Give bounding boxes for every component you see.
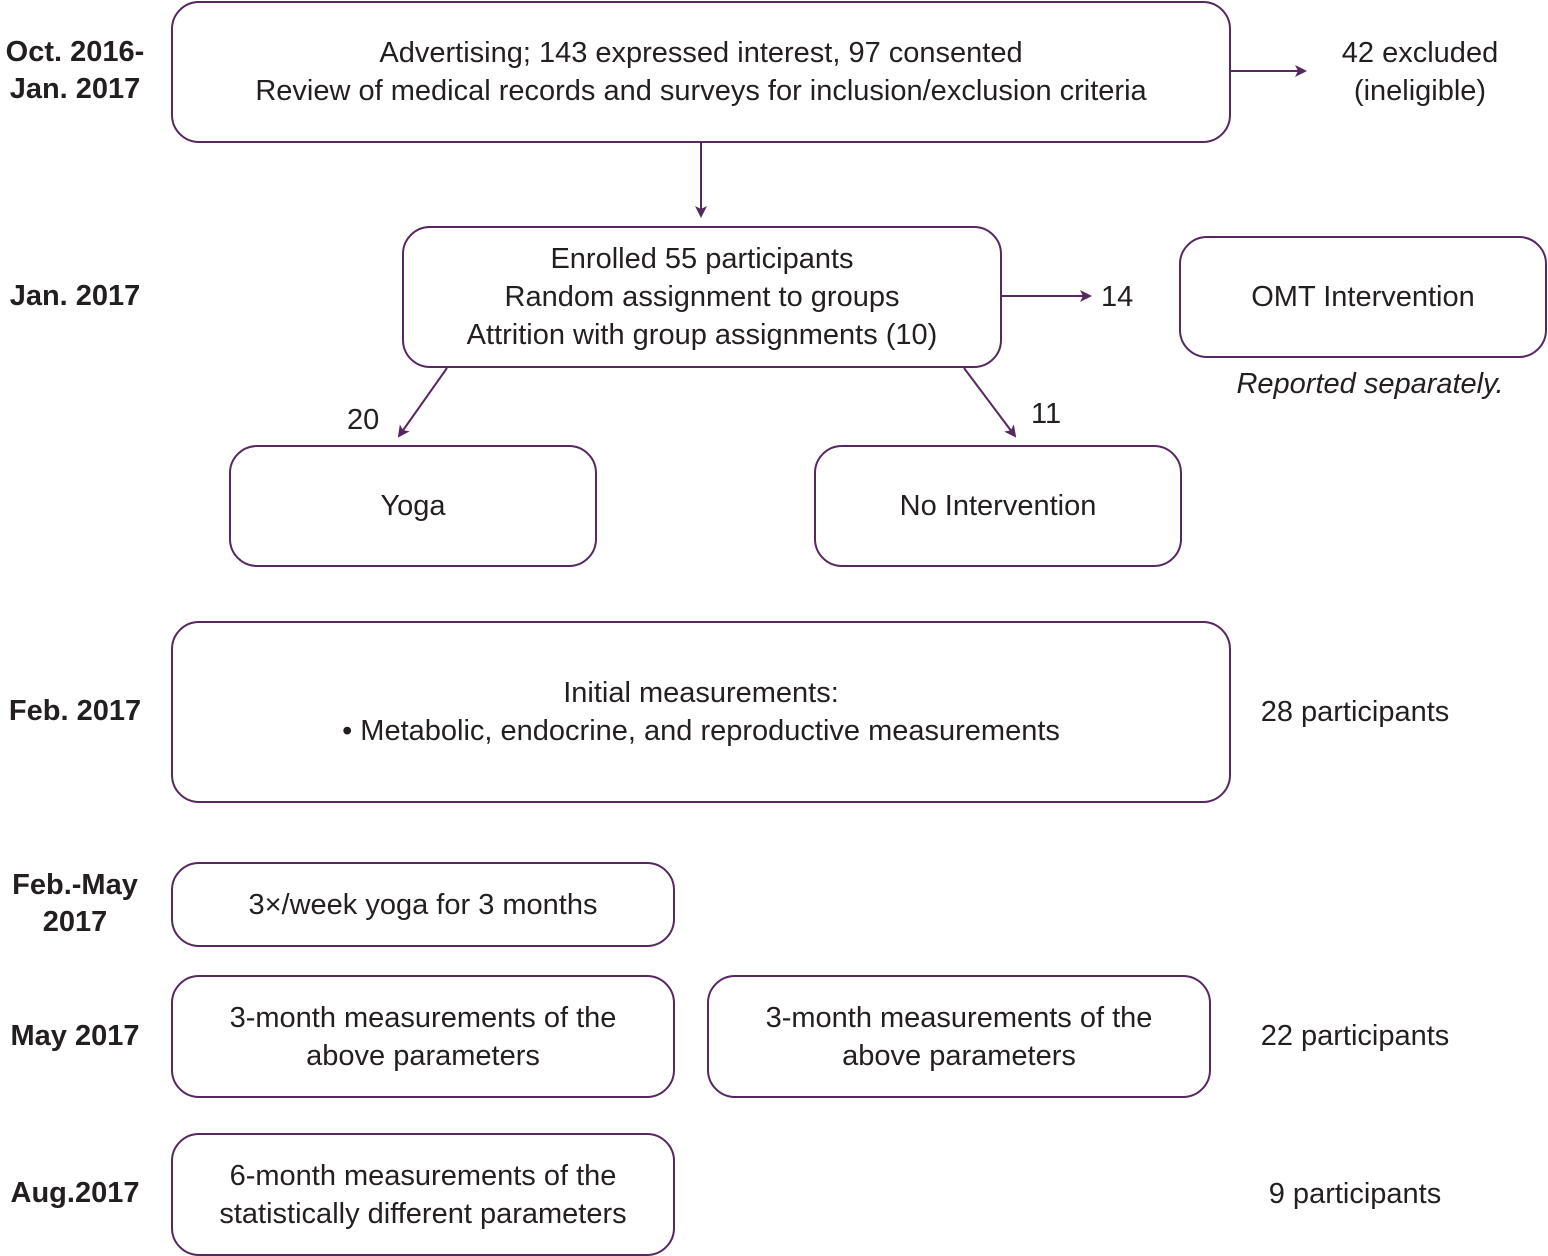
date-screening-line1: Oct. 2016- — [5, 36, 145, 68]
screening-line2: Review of medical records and surveys fo… — [255, 75, 1147, 107]
omt-reported-note: Reported separately. — [1236, 368, 1504, 400]
six-month-box: 6-month measurements of the statisticall… — [171, 1133, 675, 1256]
arrow-to-no-intervention — [963, 367, 1017, 438]
six-month-participant-count: 9 participants — [1268, 1178, 1442, 1210]
date-six-month: Aug.2017 — [10, 1177, 140, 1209]
yoga-program-box: 3×/week yoga for 3 months — [171, 862, 675, 947]
three-month-control-line2: above parameters — [842, 1039, 1076, 1072]
three-month-control-line1: 3-month measurements of the — [765, 1001, 1153, 1034]
three-month-yoga-line2: above parameters — [306, 1039, 540, 1072]
enrollment-box: Enrolled 55 participants Random assignme… — [402, 226, 1002, 368]
initial-measurements-box: Initial measurements: • Metabolic, endoc… — [171, 621, 1231, 803]
date-initial: Feb. 2017 — [8, 695, 142, 727]
date-screening-line2: Jan. 2017 — [9, 73, 141, 105]
no-intervention-label: No Intervention — [899, 490, 1097, 522]
omt-box: OMT Intervention — [1179, 236, 1547, 358]
yoga-box: Yoga — [229, 445, 597, 567]
date-screening: Oct. 2016- Jan. 2017 — [0, 34, 150, 108]
date-enrollment: Jan. 2017 — [9, 280, 141, 312]
yoga-label: Yoga — [380, 490, 446, 522]
six-month-line1: 6-month measurements of the — [229, 1159, 617, 1192]
no-intervention-count-label: 11 — [1031, 398, 1062, 430]
arrow-to-yoga — [397, 367, 448, 438]
yoga-count-label: 20 — [347, 404, 380, 436]
excluded-line1: 42 excluded — [1341, 37, 1499, 69]
screening-box: Advertising; 143 expressed interest, 97 … — [171, 1, 1231, 143]
excluded-line2: (ineligible) — [1353, 75, 1487, 107]
enrollment-line2: Random assignment to groups — [504, 281, 900, 313]
date-intervention: Feb.-May 2017 — [0, 867, 150, 941]
initial-participant-count: 28 participants — [1260, 696, 1450, 728]
omt-count-label: 14 — [1101, 281, 1134, 313]
omt-label: OMT Intervention — [1251, 281, 1475, 313]
no-intervention-box: No Intervention — [814, 445, 1182, 567]
three-month-yoga-line1: 3-month measurements of the — [229, 1001, 617, 1034]
three-month-control-box: 3-month measurements of the above parame… — [707, 975, 1211, 1098]
yoga-program-label: 3×/week yoga for 3 months — [248, 888, 598, 921]
three-month-yoga-box: 3-month measurements of the above parame… — [171, 975, 675, 1098]
date-three-month: May 2017 — [10, 1020, 140, 1052]
date-intervention-line2: 2017 — [42, 906, 108, 938]
initial-line2: • Metabolic, endocrine, and reproductive… — [342, 715, 1060, 747]
six-month-line2: statistically different parameters — [219, 1197, 627, 1230]
three-month-participant-count: 22 participants — [1260, 1020, 1450, 1052]
enrollment-line1: Enrolled 55 participants — [550, 243, 854, 275]
excluded-note: 42 excluded (ineligible) — [1320, 34, 1520, 110]
initial-line1: Initial measurements: — [563, 677, 839, 709]
screening-line1: Advertising; 143 expressed interest, 97 … — [379, 37, 1023, 69]
enrollment-line3: Attrition with group assignments (10) — [466, 319, 938, 351]
date-intervention-line1: Feb.-May — [12, 869, 138, 901]
